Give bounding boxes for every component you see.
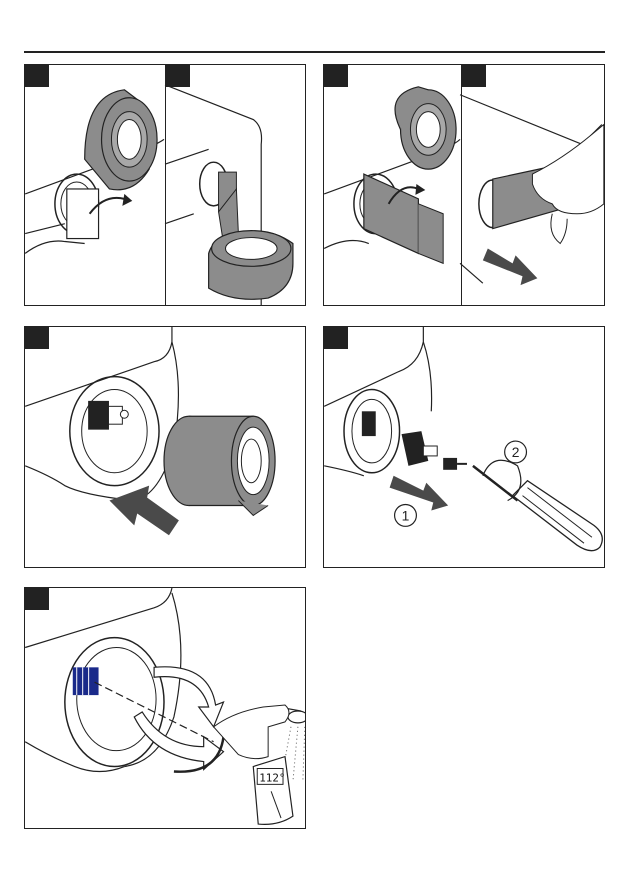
callout-2: 2 [512,444,520,460]
callout-1: 1 [402,507,410,523]
illustration-insert-sleeve [25,327,305,567]
push-arrow-icon [390,476,449,511]
rotation-arrow-icon [483,460,521,500]
cap-icon [209,231,293,300]
hand-icon [214,705,289,759]
cartridge-icon [89,401,129,429]
screw-icon [443,458,467,470]
step-panel-pull-sleeve [323,64,605,306]
step-panel-remove-cap [24,64,306,306]
sleeve-icon [164,416,275,515]
illustration-remove-cap [25,65,305,305]
cartridge-icon [402,431,438,466]
illustration-remove-screw: 2 1 [324,327,604,567]
illustration-pull-sleeve [324,65,604,305]
step-panel-calibrate: 112° [24,587,306,829]
screwdriver-icon [473,466,602,551]
spindle-icon [73,667,99,695]
cap-icon [395,87,456,169]
thermometer-reading: 112° [259,771,285,784]
thermometer-icon: 112° [253,757,293,825]
header-rule [24,51,605,53]
step-panel-remove-screw: 2 1 [323,326,605,568]
push-arrow-icon [483,248,538,285]
cap-icon [85,90,157,190]
push-arrow-icon [109,486,178,536]
step-panel-insert-sleeve [24,326,306,568]
illustration-calibrate: 112° [25,588,305,828]
